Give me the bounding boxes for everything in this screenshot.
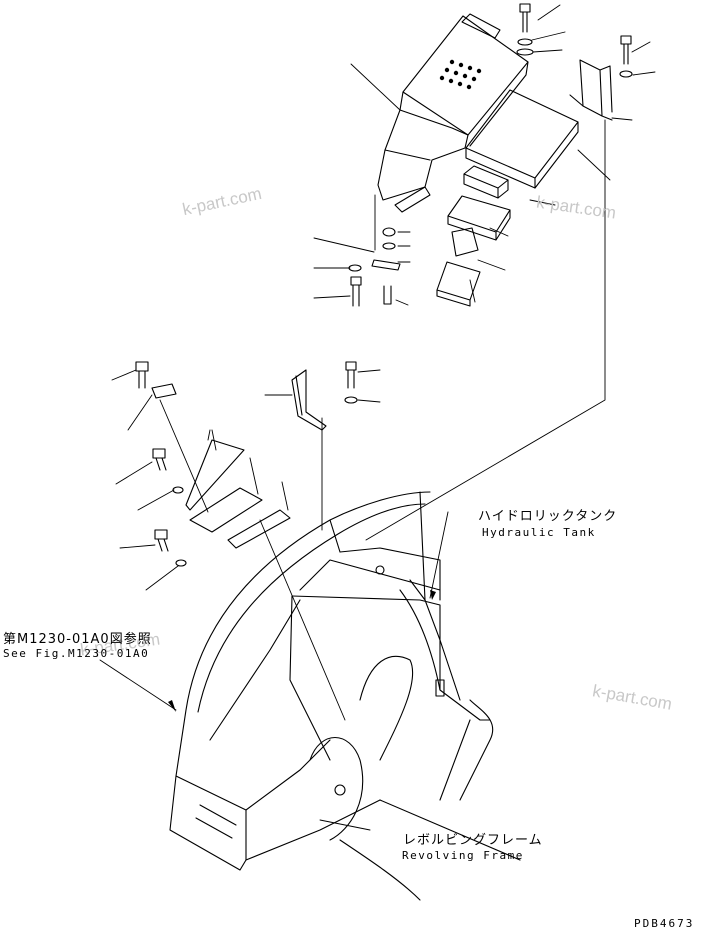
revolving-frame-label-jp: レボルビングフレーム [403, 833, 543, 848]
see-fig-label-en: See Fig.M1230-01A0 [3, 647, 150, 660]
revolving-frame [169, 491, 521, 901]
hydraulic-tank-label-en: Hydraulic Tank [482, 526, 596, 539]
drawing-code: PDB4673 [634, 917, 695, 930]
left-hardware [135, 361, 291, 567]
bolt-top-2 [619, 35, 633, 78]
pad-small-2 [447, 195, 511, 241]
small-hardware [348, 227, 401, 307]
pad-small-1 [463, 165, 509, 199]
top-cover [377, 13, 529, 213]
pad-small-4 [436, 261, 481, 307]
pad-small-3 [451, 227, 479, 257]
leader-lines [99, 119, 606, 831]
bolt-top-1 [516, 3, 534, 56]
callout-lines [111, 4, 656, 591]
see-fig-label-jp: 第M1230-01A0図参照 [3, 632, 152, 647]
arrowheads [168, 590, 436, 712]
bracket-middle [291, 361, 358, 431]
revolving-frame-label-en: Revolving Frame [402, 849, 524, 862]
hydraulic-tank-label-jp: ハイドロリックタンク [478, 509, 618, 524]
pad-large [465, 89, 579, 189]
bracket-top-right [569, 59, 613, 121]
